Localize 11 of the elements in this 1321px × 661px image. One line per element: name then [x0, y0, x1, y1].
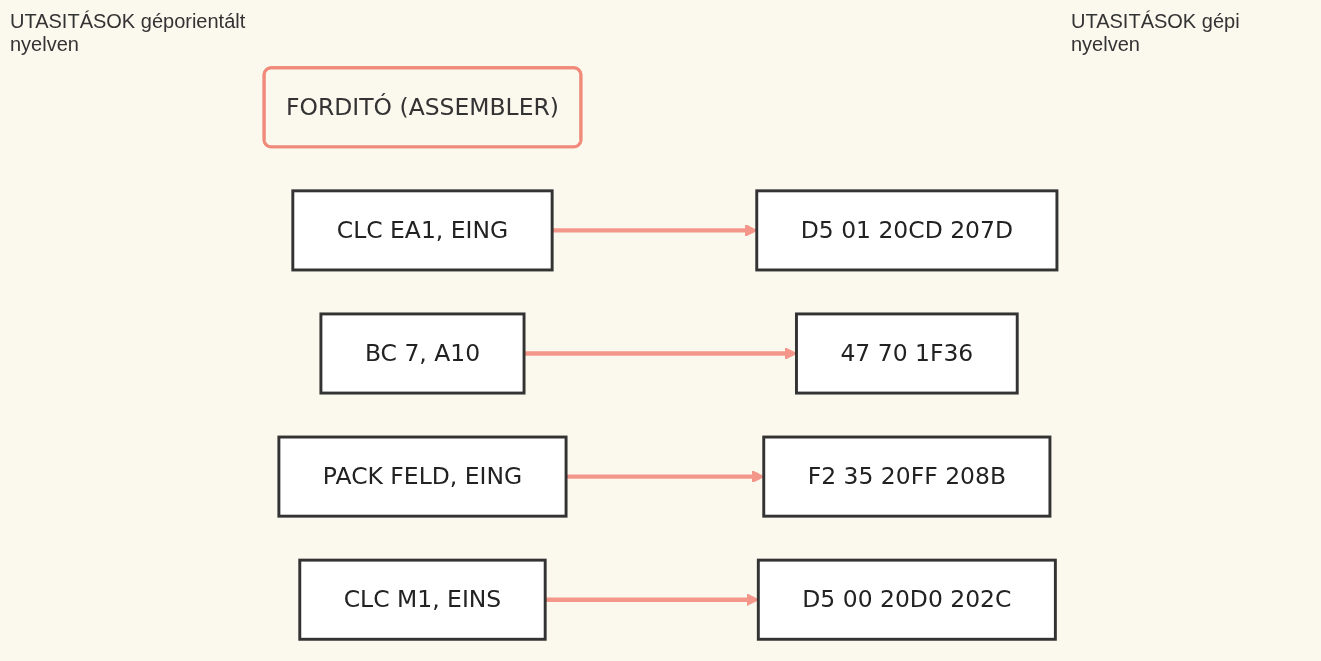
node-box: 47 70 1F36	[795, 312, 1019, 395]
node-box: PACK FELD, EING	[277, 435, 568, 518]
column-heading: UTASITÁSOK géporientált nyelven	[10, 10, 247, 56]
node-box: BC 7, A10	[319, 312, 526, 395]
arrow	[545, 593, 759, 607]
column-heading: UTASITÁSOK gépi nyelven	[1071, 10, 1241, 56]
node-box: F2 35 20FF 208B	[762, 435, 1052, 518]
node-box: CLC M1, EINS	[298, 558, 547, 641]
node-box: D5 01 20CD 207D	[755, 189, 1059, 272]
node-box: CLC EA1, EING	[291, 189, 554, 272]
node-box: D5 00 20D0 202C	[756, 558, 1057, 641]
